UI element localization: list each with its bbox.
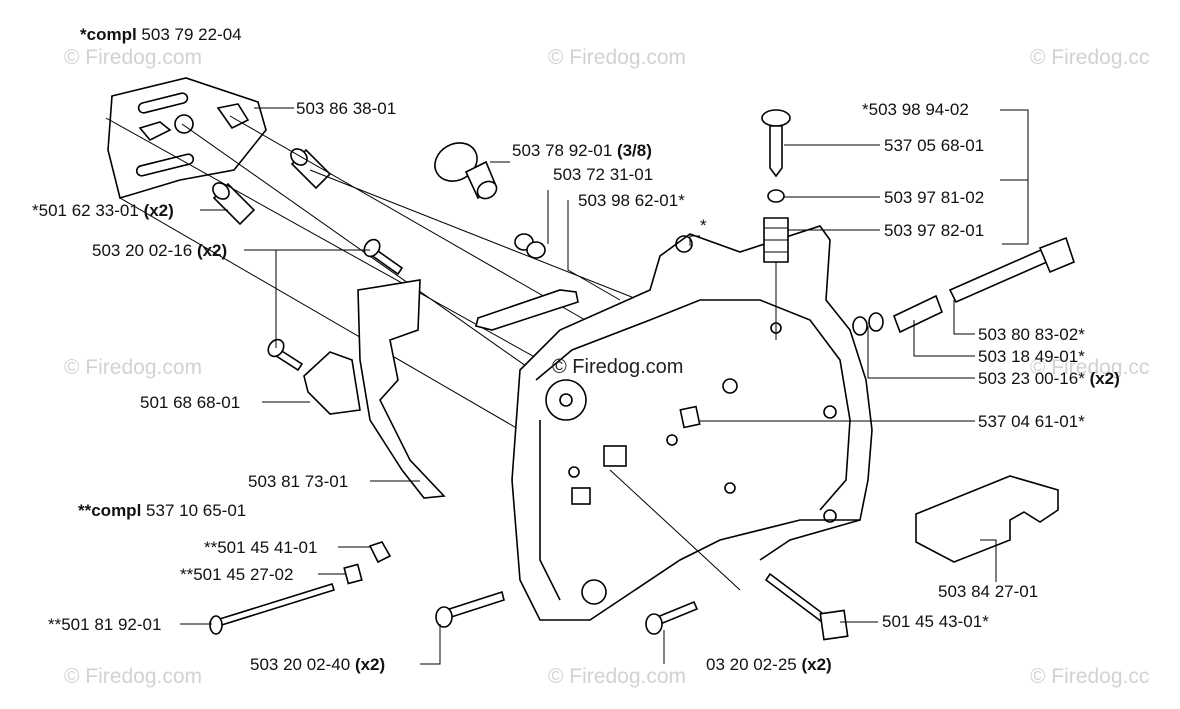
part-label: **501 45 27-02 (180, 565, 294, 584)
pad-block (915, 475, 1059, 563)
part-label: 503 23 00-16* (x2) (978, 369, 1120, 388)
assembly-label-cover: *compl 503 79 22-04 (80, 25, 242, 44)
part-label: * (700, 216, 707, 235)
part-label: 503 20 02-16 (x2) (92, 241, 228, 260)
part-label: *501 62 33-01 (x2) (32, 201, 174, 220)
part-label: 503 84 27-01 (938, 582, 1039, 601)
tensioner-shaft (852, 236, 1075, 336)
part-label: 503 72 31-01 (553, 165, 654, 184)
watermark: © Firedog.cc (1030, 46, 1150, 69)
part-label: 501 68 68-01 (140, 393, 241, 412)
watermark: © Firedog.com (64, 356, 203, 379)
part-label: 503 80 83-02* (978, 325, 1085, 344)
adjuster-screw (761, 109, 791, 340)
screws (208, 238, 849, 641)
part-label: 503 97 82-01 (884, 221, 985, 240)
part-label: 537 05 68-01 (884, 136, 985, 155)
part-label: 501 45 43-01* (882, 612, 989, 631)
watermark: © Firedog.com (548, 665, 687, 688)
side-plate (357, 279, 446, 499)
part-label: **501 45 41-01 (204, 538, 318, 557)
part-label: 503 20 02-40 (x2) (250, 655, 386, 674)
part-label: 537 04 61-01* (978, 412, 1085, 431)
watermark: © Firedog.com (64, 665, 203, 688)
watermark: © Firedog.com (64, 46, 203, 69)
part-label: 503 97 81-02 (884, 188, 985, 207)
assembly-label-tensioner: **compl 537 10 65-01 (78, 501, 247, 520)
part-label: 503 86 38-01 (296, 99, 397, 118)
center-watermark: © Firedog.com (552, 356, 684, 378)
part-label: *503 98 94-02 (862, 100, 969, 119)
bushing (514, 233, 546, 259)
watermark: © Firedog.cc (1030, 665, 1150, 688)
part-label: **501 81 92-01 (48, 615, 162, 634)
tensioner-bracket (303, 351, 361, 415)
chain-catcher (475, 289, 579, 331)
part-label: 503 18 49-01* (978, 347, 1085, 366)
part-label: 503 78 92-01 (3/8) (512, 141, 652, 160)
leader-lines (180, 107, 1029, 665)
part-label: 503 98 62-01* (578, 191, 685, 210)
part-label: 503 81 73-01 (248, 472, 349, 491)
watermark: © Firedog.com (548, 46, 687, 69)
part-label: 03 20 02-25 (x2) (706, 655, 832, 674)
small-hardware (343, 541, 392, 585)
watermark: © Firedog.cc (1030, 356, 1150, 379)
clutch-cover-body (511, 225, 873, 621)
oil-filler-cap (434, 142, 498, 200)
guide-plate (107, 77, 267, 200)
